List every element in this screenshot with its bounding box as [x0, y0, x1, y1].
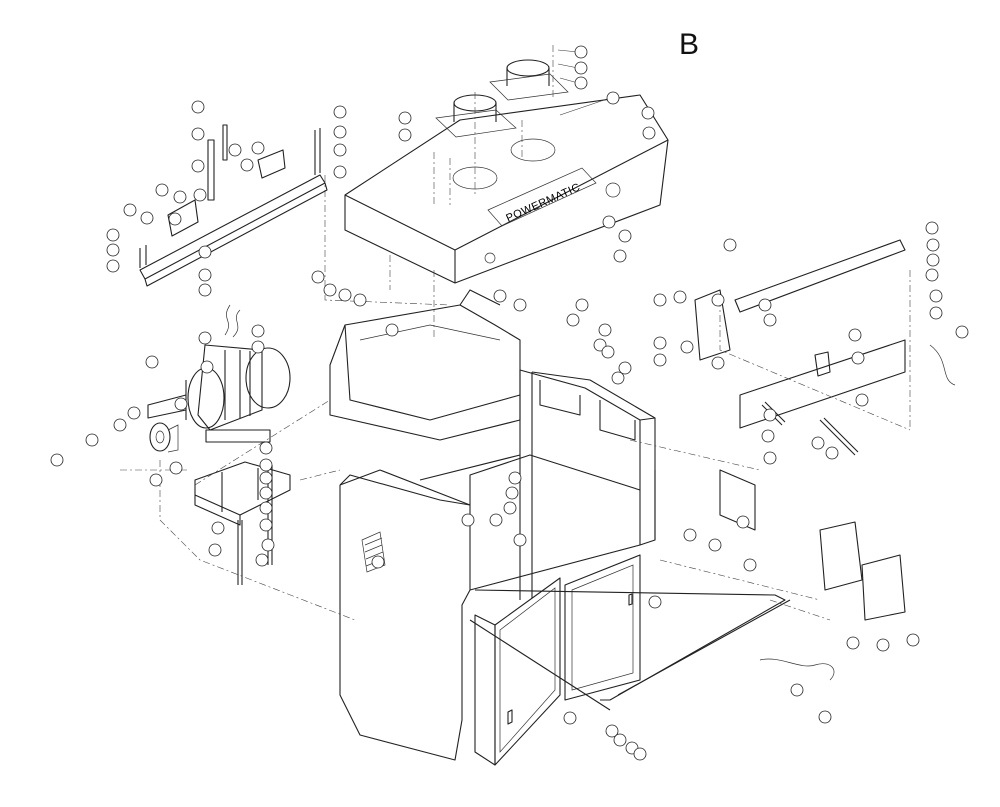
cabinet — [339, 369, 791, 766]
intake-duct — [329, 289, 521, 441]
hood-assembly: POWERMATIC — [344, 59, 669, 284]
brand-label: POWERMATIC — [504, 181, 582, 224]
callout-balloons — [50, 45, 969, 761]
motor — [147, 304, 291, 453]
right-parts — [629, 239, 956, 681]
motor-mount — [120, 399, 356, 621]
left-rail-assembly — [139, 124, 328, 287]
sheet-letter: B — [679, 28, 700, 61]
